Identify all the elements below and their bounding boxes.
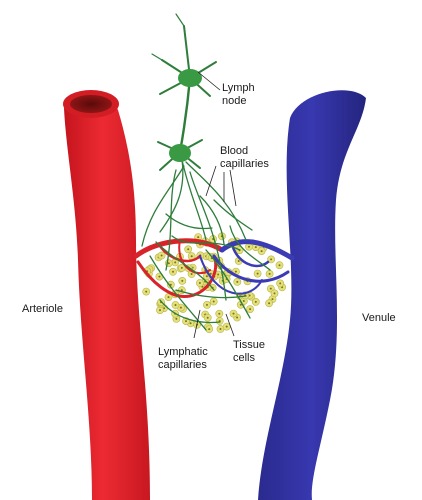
- tissue-cell-nucleus: [181, 279, 184, 282]
- tissue-cell-nucleus: [236, 316, 239, 319]
- label-arteriole-text: Arteriole: [22, 303, 63, 315]
- tissue-cell-nucleus: [232, 312, 235, 315]
- tissue-cell-nucleus: [172, 270, 174, 273]
- label-tissue-cells-line1: Tissue: [233, 339, 265, 351]
- tissue-cell-nucleus: [189, 322, 192, 325]
- tissue-cell-nucleus: [225, 325, 228, 328]
- leader-lines: [193, 71, 237, 339]
- tissue-cell-nucleus: [236, 280, 239, 283]
- tissue-cell-nucleus: [145, 290, 148, 293]
- tissue-cell-nucleus: [159, 309, 161, 312]
- tissue-cell-nucleus: [185, 320, 187, 323]
- tissue-cell-nucleus: [218, 312, 221, 315]
- tissue-cell-nucleus: [268, 272, 271, 275]
- tissue-cell-nucleus: [273, 292, 276, 295]
- leader-blood-capillaries-3: [229, 169, 237, 207]
- blood-capillary-network: [133, 238, 295, 298]
- arteriole-vessel: [63, 90, 150, 500]
- tissue-cell-nucleus: [175, 317, 178, 320]
- tissue-cell-nucleus: [268, 302, 271, 305]
- label-blood-capillaries-line1: Blood: [220, 145, 249, 157]
- lymphatic-capillary-network: [141, 159, 271, 331]
- tissue-cell-nucleus: [206, 303, 208, 306]
- tissue-cell-nucleus: [270, 258, 273, 261]
- tissue-cell-nucleus: [248, 245, 250, 248]
- tissue-cell-nucleus: [237, 260, 240, 262]
- label-lymph-node-line1: Lymph: [222, 82, 255, 94]
- leader-tissue-cells: [225, 313, 235, 337]
- leader-lymphatic-capillaries: [193, 309, 201, 339]
- tissue-cell-nucleus: [180, 289, 183, 292]
- tissue-cell-nucleus: [260, 250, 263, 253]
- label-venule: Venule: [362, 312, 396, 325]
- tissue-cell-nucleus: [248, 294, 251, 297]
- tissue-cell-nucleus: [271, 298, 274, 301]
- label-blood-capillaries: Blood capillaries: [220, 145, 269, 171]
- tissue-cell-nucleus: [208, 328, 211, 331]
- tissue-cell-nucleus: [239, 303, 242, 306]
- tissue-cell-nucleus: [279, 282, 282, 285]
- tissue-cell-nucleus: [190, 255, 193, 258]
- tissue-cell-nucleus: [167, 262, 170, 265]
- tissue-cell-nucleus: [256, 272, 259, 275]
- tissue-cell-nucleus: [242, 300, 245, 302]
- label-arteriole: Arteriole: [22, 303, 63, 316]
- venule-vessel: [258, 90, 366, 500]
- tissue-cell-nucleus: [278, 264, 281, 267]
- tissue-cell-nucleus: [174, 261, 177, 264]
- tissue-cell-nucleus: [212, 300, 215, 303]
- tissue-cell-nucleus: [169, 283, 172, 286]
- leader-lymph-node: [197, 71, 221, 91]
- tissue-cell-nucleus: [160, 254, 163, 257]
- tissue-cell-nucleus: [254, 300, 257, 303]
- tissue-cell-nucleus: [206, 316, 209, 319]
- label-lymph-node: Lymph node: [222, 82, 255, 108]
- tissue-cell-nucleus: [219, 328, 222, 330]
- label-lymphatic-capillaries-line1: Lymphatic: [158, 346, 208, 358]
- lymph-node-upper: [151, 13, 217, 154]
- tissue-cell-nucleus: [254, 246, 257, 249]
- label-tissue-cells: Tissue cells: [233, 339, 265, 365]
- label-lymphatic-capillaries-line2: capillaries: [158, 359, 207, 371]
- label-lymphatic-capillaries: Lymphatic capillaries: [158, 346, 208, 372]
- label-venule-text: Venule: [362, 312, 396, 324]
- tissue-cell-nucleus: [249, 308, 252, 311]
- label-lymph-node-line2: node: [222, 95, 247, 107]
- lymph-node-lower: [157, 139, 203, 171]
- label-tissue-cells-line2: cells: [233, 352, 256, 364]
- label-blood-capillaries-line2: capillaries: [220, 158, 269, 170]
- tissue-cell-nucleus: [234, 270, 237, 273]
- tissue-cell-nucleus: [190, 273, 193, 275]
- tissue-cell-nucleus: [198, 282, 201, 284]
- tissue-cell-nucleus: [197, 236, 200, 239]
- leader-blood-capillaries-1: [205, 165, 217, 197]
- tissue-cell-nucleus: [180, 266, 183, 269]
- tissue-cell-nucleus: [158, 275, 161, 278]
- tissue-cell-nucleus: [167, 296, 170, 299]
- tissue-cell-nucleus: [179, 306, 182, 309]
- tissue-cell-nucleus: [174, 304, 177, 306]
- tissue-cell-nucleus: [269, 287, 272, 290]
- tissue-cell-nucleus: [187, 248, 190, 251]
